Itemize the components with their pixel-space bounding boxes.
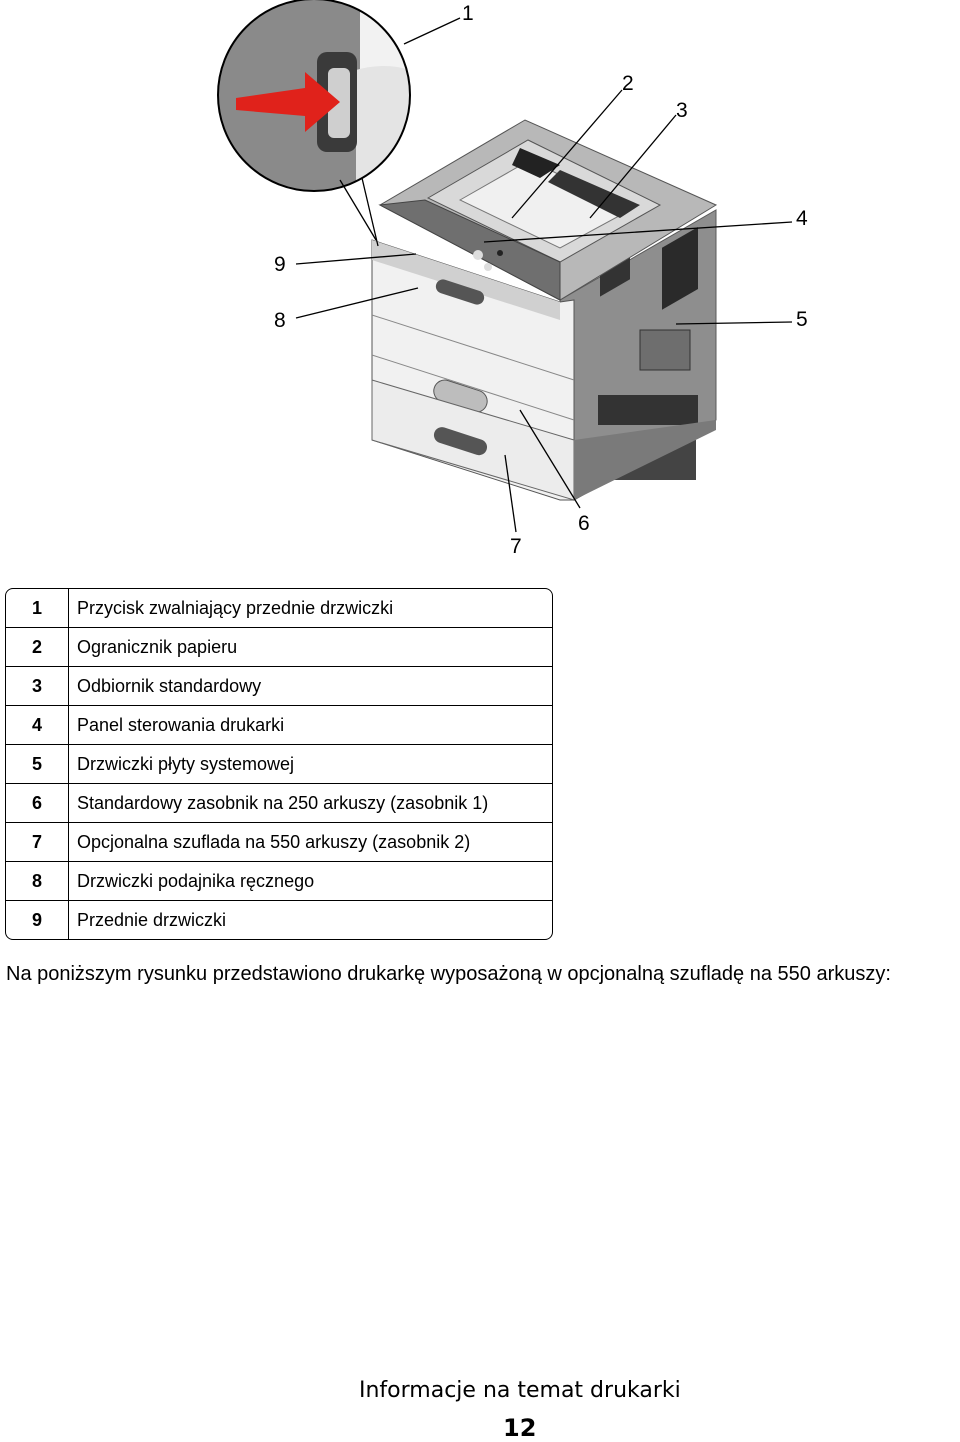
legend-description: Ogranicznik papieru [69, 628, 552, 667]
table-row: 9 Przednie drzwiczki [6, 901, 552, 939]
page-number: 12 [503, 1414, 537, 1442]
callout-5: 5 [796, 308, 808, 331]
legend-number: 4 [6, 706, 69, 745]
legend-description: Drzwiczki płyty systemowej [69, 745, 552, 784]
legend-number: 7 [6, 823, 69, 862]
legend-description: Standardowy zasobnik na 250 arkuszy (zas… [69, 784, 552, 823]
legend-number: 5 [6, 745, 69, 784]
callout-2: 2 [622, 72, 634, 95]
legend-number: 8 [6, 862, 69, 901]
callout-8: 8 [274, 309, 286, 332]
callout-1: 1 [462, 2, 474, 25]
callout-numbers: 1 2 3 4 5 6 7 8 9 [274, 2, 808, 558]
arrow-icon [236, 72, 340, 132]
printer-body [371, 119, 718, 501]
table-row: 1 Przycisk zwalniający przednie drzwiczk… [6, 589, 552, 628]
table-row: 2 Ogranicznik papieru [6, 628, 552, 667]
callout-lines [295, 17, 793, 533]
legend-table: 1 Przycisk zwalniający przednie drzwiczk… [5, 588, 553, 940]
callout-4: 4 [796, 207, 808, 230]
legend-number: 6 [6, 784, 69, 823]
callout-9: 9 [274, 253, 286, 276]
table-row: 4 Panel sterowania drukarki [6, 706, 552, 745]
callout-6: 6 [578, 512, 590, 535]
legend-description: Przednie drzwiczki [77, 909, 227, 930]
callout-3: 3 [676, 99, 688, 122]
table-row: 3 Odbiornik standardowy [6, 667, 552, 706]
legend-number: 2 [6, 628, 69, 667]
legend-number: 3 [6, 667, 69, 706]
callout-7: 7 [510, 535, 522, 558]
figure-caption: Na poniższym rysunku przedstawiono druka… [6, 963, 891, 985]
table-row: 8 Drzwiczki podajnika ręcznego [6, 862, 552, 901]
table-row: 7 Opcjonalna szuflada na 550 arkuszy (za… [6, 823, 552, 862]
legend-description: Odbiornik standardowy [69, 667, 552, 706]
table-row: 6 Standardowy zasobnik na 250 arkuszy (z… [6, 784, 552, 823]
footer-section-title: Informacje na temat drukarki [359, 1378, 681, 1403]
table-row: 5 Drzwiczki płyty systemowej [6, 745, 552, 784]
legend-description: Przycisk zwalniający przednie drzwiczki [69, 589, 552, 628]
legend-number: 1 [6, 589, 69, 628]
legend-description: Drzwiczki podajnika ręcznego [69, 862, 552, 901]
legend-number: 9 [6, 901, 69, 939]
zoom-inset [217, 0, 411, 192]
printer-illustration: 1 2 3 4 5 6 7 8 9 [217, 0, 808, 558]
legend-description: Opcjonalna szuflada na 550 arkuszy (zaso… [69, 823, 552, 862]
legend-description: Panel sterowania drukarki [69, 706, 552, 745]
